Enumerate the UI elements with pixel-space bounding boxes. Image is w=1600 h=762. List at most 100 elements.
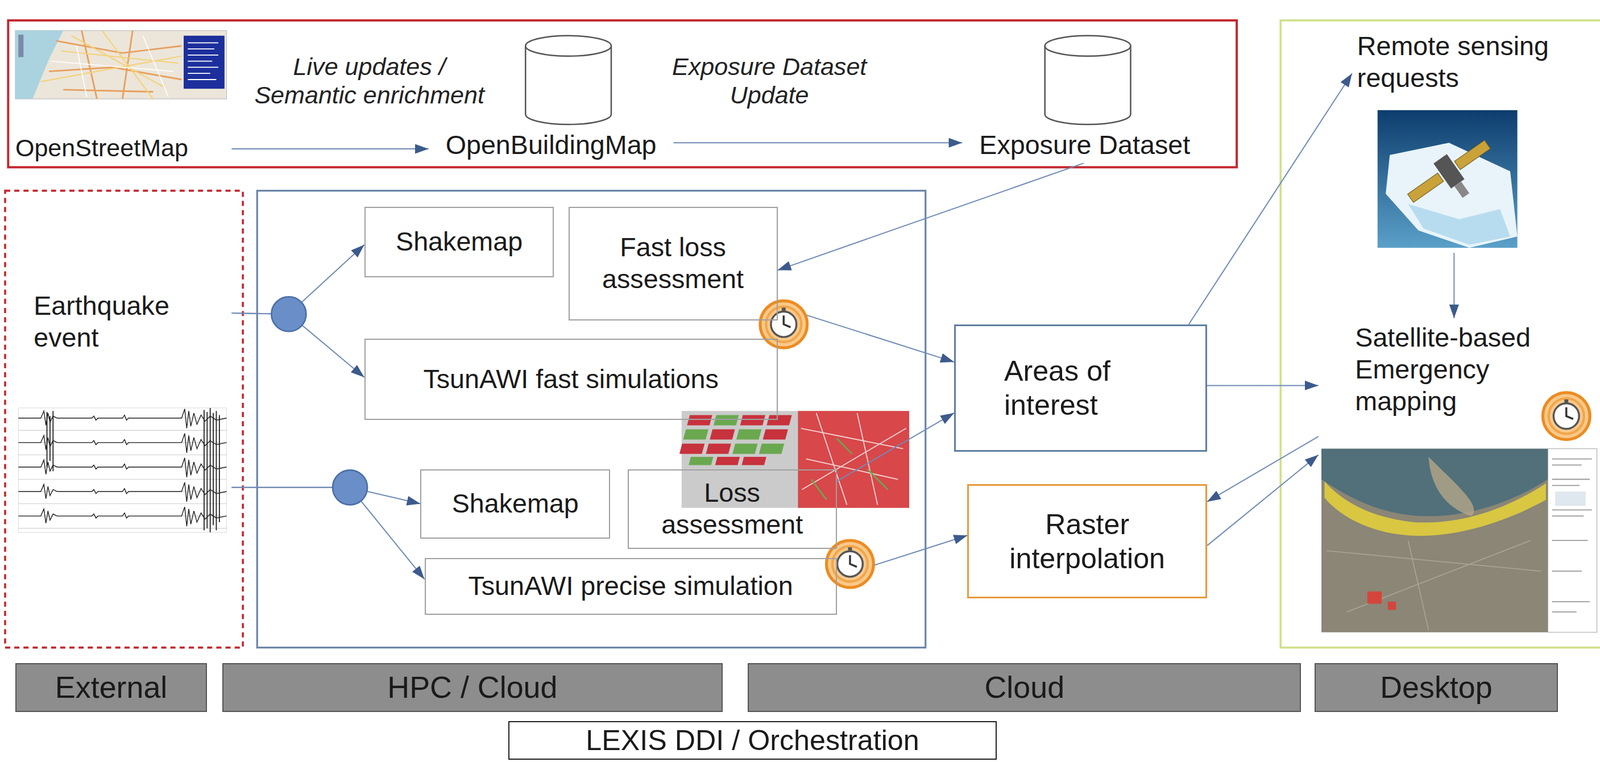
loss-map-image (763, 429, 789, 441)
tier-bar: External (15, 663, 207, 713)
external-region (5, 191, 243, 649)
connector-arrow (1453, 253, 1455, 319)
satellite-image (1401, 131, 1505, 223)
map-screenshot (18, 34, 24, 57)
node-label: Exposure Dataset (979, 129, 1191, 162)
emergency-map-image (1552, 459, 1593, 613)
node-label: Areas of interest (1004, 354, 1158, 424)
emergency-map-image (1387, 602, 1396, 611)
node-label: TsunAWI fast simulations (423, 363, 719, 396)
data-source: OpenStreetMap (12, 28, 232, 165)
node-label: TsunAWI precise simulation (467, 570, 793, 603)
loss-map-image (686, 415, 712, 426)
loss-map-image (715, 457, 740, 466)
emergency-map-image (1428, 457, 1475, 517)
node-label: External (55, 669, 168, 707)
node-label: LEXIS DDI / Orchestration (585, 723, 919, 758)
desktop-region (1280, 20, 1600, 649)
node-label: Desktop (1379, 669, 1492, 707)
connector-arrow (231, 487, 421, 505)
hpc-region (257, 191, 926, 649)
emergency-map-image (1321, 449, 1598, 633)
satellite-image (1407, 172, 1444, 203)
tier-bar: Cloud (747, 663, 1301, 713)
split-point (271, 296, 306, 332)
seismogram (18, 408, 227, 533)
map-screenshot (51, 35, 174, 98)
node-label: OpenBuildingMap (445, 129, 657, 162)
node-label: Earthquake event (33, 290, 213, 355)
satellite-image (1377, 110, 1518, 248)
connector-arrow (231, 148, 429, 150)
desktop-service: Satellite-based Emergency mapping (1318, 318, 1597, 635)
connector-layer (231, 73, 1454, 580)
database-symbol (525, 35, 612, 57)
loss-map-image (709, 429, 735, 441)
seismogram (18, 482, 227, 503)
connector-arrow (673, 142, 963, 144)
cloud-service-box: Raster interpolation (967, 484, 1208, 599)
emergency-map-image (1367, 591, 1382, 605)
emergency-map-image (1324, 481, 1546, 537)
clock-icon (1542, 392, 1590, 441)
emergency-map-image (1555, 491, 1586, 507)
database-symbol (525, 46, 612, 125)
emergency-map-image (1547, 449, 1597, 633)
seismogram (18, 507, 227, 527)
loss-map-image (797, 411, 910, 508)
database-symbol (525, 35, 1131, 125)
loss-map-image (679, 444, 705, 455)
event-source: Earthquake event (15, 288, 232, 540)
process-box: TsunAWI precise simulation (424, 558, 837, 616)
node-label: Loss assessment (655, 477, 809, 542)
loss-map-image (759, 444, 785, 455)
process-box: Shakemap (420, 469, 611, 540)
node-label: HPC / Cloud (387, 669, 558, 707)
seismogram (47, 408, 220, 533)
satellite-image (1454, 181, 1470, 198)
clock-icon (760, 300, 808, 348)
connector-arrow (1188, 73, 1353, 325)
loss-map-image (766, 415, 792, 426)
map-screenshot (40, 30, 182, 99)
loss-map-image (732, 444, 758, 455)
emergency-map-image (1321, 449, 1548, 633)
edge-label: Live updates / Semantic enrichment (243, 52, 496, 110)
node-label: Cloud (984, 669, 1065, 707)
loss-map-image (736, 429, 762, 441)
loss-map-image (706, 444, 732, 455)
emergency-map-image (1326, 540, 1541, 631)
tier-bar: Desktop (1314, 663, 1559, 713)
loss-map-image (688, 457, 714, 466)
map-screenshot (15, 30, 227, 99)
database-node: Exposure Dataset (962, 33, 1208, 164)
satellite-image (1454, 140, 1491, 171)
loss-map-image (683, 429, 709, 441)
database-symbol (1045, 46, 1131, 125)
tier-bar: HPC / Cloud (222, 663, 723, 713)
split-point (332, 470, 368, 505)
data-region (7, 20, 1237, 168)
connector-arrow (1207, 454, 1319, 546)
map-screenshot (15, 30, 227, 99)
loss-map-image (676, 415, 793, 466)
connector-arrow (231, 487, 425, 580)
loss-map-image (801, 413, 907, 506)
desktop-service: Remote sensing requests (1352, 30, 1582, 254)
node-label: Satellite-based Emergency mapping (1354, 322, 1560, 418)
map-screenshot (48, 30, 182, 99)
connector-arrow (777, 163, 1084, 271)
node-label: Fast loss assessment (581, 231, 765, 296)
process-box: Shakemap (364, 206, 555, 278)
loss-map-image (741, 457, 766, 466)
clock-icon (826, 540, 874, 588)
node-label: Raster interpolation (995, 507, 1180, 577)
map-screenshot (187, 42, 219, 80)
orchestration-box: LEXIS DDI / Orchestration (508, 721, 998, 761)
cloud-service-box: Areas of interest (954, 324, 1208, 453)
process-box: Fast loss assessment (568, 206, 778, 321)
node-label: Shakemap (395, 226, 523, 259)
edge-label: Exposure Dataset Update (655, 52, 884, 110)
node-label: Shakemap (452, 488, 579, 521)
